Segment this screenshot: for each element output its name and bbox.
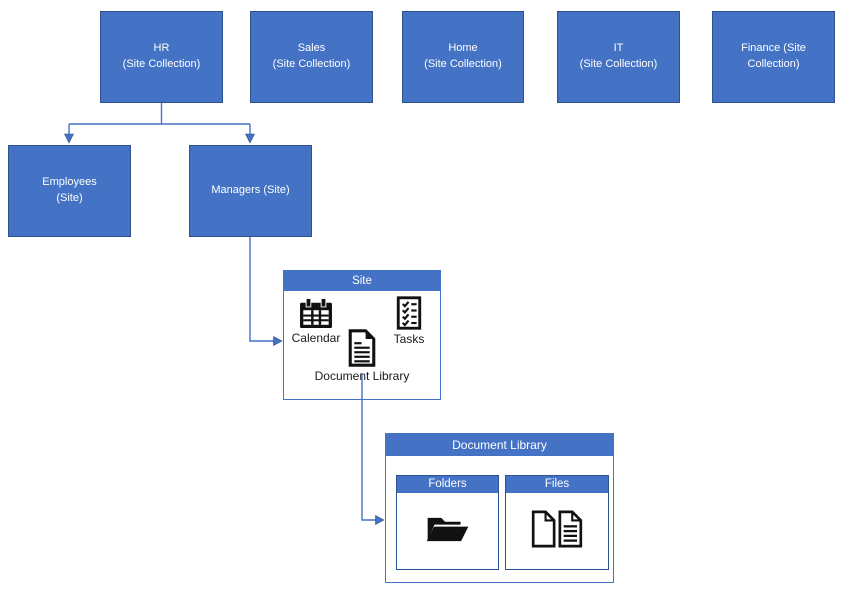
node-label: Employees (Site) (42, 176, 97, 204)
node-label: Finance (Site Collection) (741, 42, 806, 70)
folders-title: Folders (428, 478, 467, 490)
node-label: Managers (Site) (211, 184, 290, 197)
node-hr-site-collection: HR (Site Collection) (100, 11, 223, 103)
files-subpanel: Files (505, 475, 609, 570)
files-title: Files (544, 478, 570, 490)
site-panel-title: Site (352, 275, 372, 287)
files-icon (530, 509, 584, 549)
document-library-panel-body: Folders Files (386, 456, 613, 581)
node-label: HR (Site Collection) (122, 42, 201, 70)
node-managers-site: Managers (Site) (189, 145, 312, 237)
tasks-icon (396, 296, 422, 330)
open-folder-icon (425, 513, 471, 544)
files-subpanel-header: Files (506, 476, 608, 493)
document-library-label: Document Library (314, 369, 410, 383)
node-label: IT (Site Collection) (579, 42, 658, 70)
site-panel-header: Site (284, 271, 440, 291)
node-it-site-collection: IT (Site Collection) (557, 11, 680, 103)
calendar-icon (299, 298, 333, 329)
node-label: Home (Site Collection) (424, 42, 502, 70)
node-sales-site-collection: Sales (Site Collection) (250, 11, 373, 103)
site-panel-body: Calendar (284, 291, 440, 398)
document-library-panel-title: Document Library (452, 438, 547, 452)
files-subpanel-body (506, 493, 608, 564)
folders-subpanel-header: Folders (397, 476, 498, 493)
site-item-calendar: Calendar (284, 298, 348, 345)
folders-subpanel: Folders (396, 475, 499, 570)
document-library-panel-header: Document Library (386, 434, 613, 456)
calendar-label: Calendar (291, 331, 341, 345)
folders-subpanel-body (397, 493, 498, 564)
site-item-document-library: Document Library (302, 329, 422, 383)
node-home-site-collection: Home (Site Collection) (402, 11, 524, 103)
site-item-tasks: Tasks (377, 296, 441, 346)
site-panel: Site Calendar (283, 270, 441, 400)
node-label: Sales (Site Collection) (272, 42, 351, 70)
node-finance-site-collection: Finance (Site Collection) (712, 11, 835, 103)
tasks-label: Tasks (393, 332, 425, 346)
document-library-panel: Document Library Folders (385, 433, 614, 583)
document-icon (347, 329, 377, 367)
node-employees-site: Employees (Site) (8, 145, 131, 237)
